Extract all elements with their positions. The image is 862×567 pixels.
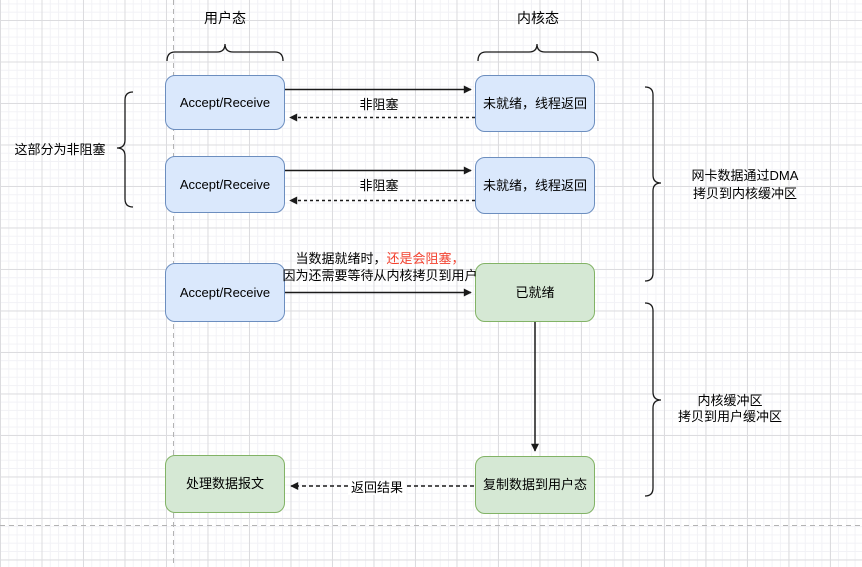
note-still-blocking-line2: 因为还需要等待从内核拷贝到用户 — [282, 268, 478, 283]
node-not-ready-2[interactable]: 未就绪，线程返回 — [475, 157, 595, 214]
note-still-blocking-line1: 当数据就绪时，还是会阻塞， — [278, 250, 482, 267]
node-ready[interactable]: 已就绪 — [475, 263, 595, 322]
node-not-ready-1[interactable]: 未就绪，线程返回 — [475, 75, 595, 132]
note-kernel-to-user-copy-line1: 内核缓冲区 — [697, 393, 763, 408]
note-non-blocking-section: 这部分为非阻塞 — [14, 142, 106, 157]
edge-label-non-blocking-2: 非阻塞 — [359, 178, 399, 193]
kernel-to-user-copy-brace — [644, 302, 662, 497]
note-still-blocking-red: 还是会阻塞， — [386, 251, 465, 266]
note-dma-copy-line2: 拷贝到内核缓冲区 — [692, 186, 797, 201]
non-blocking-section-brace — [116, 91, 134, 208]
node-copy-to-user[interactable]: 复制数据到用户态 — [475, 456, 595, 514]
note-kernel-to-user-copy-line2: 拷贝到用户缓冲区 — [677, 409, 782, 424]
user-mode-brace — [166, 43, 284, 62]
edge-label-non-blocking-1: 非阻塞 — [359, 97, 399, 112]
dma-copy-brace — [644, 86, 662, 282]
column-header-kernel-mode: 内核态 — [517, 10, 559, 26]
note-kernel-to-user-copy: 内核缓冲区 拷贝到用户缓冲区 — [655, 393, 805, 425]
note-still-blocking: 当数据就绪时，还是会阻塞， 因为还需要等待从内核拷贝到用户 — [278, 250, 482, 284]
note-still-blocking-prefix: 当数据就绪时， — [295, 251, 387, 266]
node-accept-2[interactable]: Accept/Receive — [165, 156, 285, 213]
edge-label-return-result: 返回结果 — [330, 479, 424, 496]
node-process-data[interactable]: 处理数据报文 — [165, 455, 285, 513]
note-dma-copy-line1: 网卡数据通过DMA — [691, 168, 799, 183]
note-dma-copy: 网卡数据通过DMA 拷贝到内核缓冲区 — [670, 167, 820, 203]
column-header-user-mode: 用户态 — [204, 10, 246, 26]
node-accept-3[interactable]: Accept/Receive — [165, 263, 285, 322]
node-accept-1[interactable]: Accept/Receive — [165, 75, 285, 130]
kernel-mode-brace — [477, 43, 599, 62]
